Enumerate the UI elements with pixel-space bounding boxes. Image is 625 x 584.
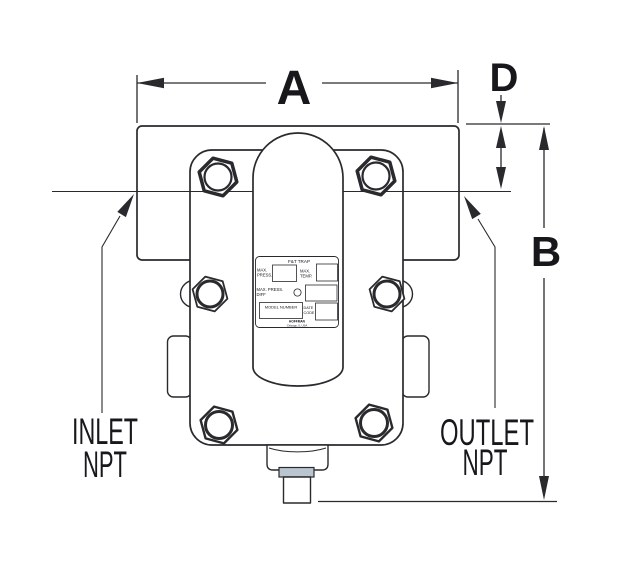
nameplate-brand: HOFFMAN xyxy=(289,320,306,324)
gasket xyxy=(278,466,315,478)
nameplate-brand-city: Chicago, IL USA xyxy=(287,324,308,328)
model-number-field xyxy=(259,302,303,319)
hex-bolt-circle xyxy=(361,161,391,191)
hex-bolt-bottom-right xyxy=(354,403,394,443)
hex-bolt-mid-left xyxy=(191,275,229,313)
dimension-a: A xyxy=(136,62,459,123)
max-press-label: MAX. xyxy=(257,268,267,273)
max-press-diff-label-2: DIFF xyxy=(257,292,267,297)
outlet-label: OUTLET xyxy=(440,412,534,453)
dimension-b-label: B xyxy=(531,228,561,275)
inlet-label: INLET xyxy=(72,411,138,452)
arrowhead-down xyxy=(539,476,549,500)
drain-cap-curve xyxy=(268,447,327,453)
hex-bolt-circle xyxy=(359,408,389,438)
max-press-field xyxy=(272,264,297,282)
hex-bolt-top-right xyxy=(355,155,397,197)
left-side-tab xyxy=(166,335,193,398)
right-side-tab xyxy=(401,335,430,398)
drain-plug xyxy=(282,476,312,504)
inlet-npt-label: NPT xyxy=(83,444,127,485)
inlet-leader-line xyxy=(101,215,121,413)
outlet-leader-line xyxy=(477,218,496,408)
drain-cap xyxy=(266,444,329,471)
max-press-label-2: PRESS. xyxy=(257,273,272,278)
max-press-diff-label: MAX. PRESS. xyxy=(257,287,284,292)
outlet-arrowhead xyxy=(464,196,481,220)
inlet-callout: INLET NPT xyxy=(72,194,138,485)
nameplate: F&T TRAP MAX. PRESS. MAX. TEMP. MAX. PRE… xyxy=(255,256,339,328)
arrowhead-right xyxy=(431,77,458,89)
hex-bolt-mid-right xyxy=(368,275,406,313)
max-press-diff-field xyxy=(305,284,338,302)
arrowhead-down xyxy=(496,101,506,123)
hex-bolt-circle xyxy=(372,279,402,309)
dimension-d: D xyxy=(466,56,550,189)
nameplate-rivet-circle xyxy=(293,288,302,297)
dimension-a-label: A xyxy=(277,62,312,115)
hex-bolt-circle xyxy=(204,410,234,440)
arrowhead-down xyxy=(496,167,506,189)
hex-bolt-circle xyxy=(203,162,233,192)
arrowhead-up xyxy=(496,126,506,148)
inlet-arrowhead xyxy=(117,194,134,218)
outlet-npt-label: NPT xyxy=(463,442,508,483)
max-temp-label-2: TEMP. xyxy=(300,274,312,279)
max-temp-label: MAX. xyxy=(300,269,310,274)
hex-bolt-circle xyxy=(195,279,225,309)
model-number-label: MODEL NUMBER xyxy=(265,305,298,310)
date-code-field xyxy=(315,302,338,321)
date-code-label: DATE xyxy=(304,306,314,310)
arrowhead-left xyxy=(137,77,164,89)
dimension-d-label: D xyxy=(490,56,519,100)
nameplate-title: F&T TRAP xyxy=(288,259,310,264)
nameplate-border xyxy=(255,256,339,328)
max-temp-field xyxy=(316,263,338,282)
outlet-callout: OUTLET NPT xyxy=(440,196,534,483)
hex-bolt-bottom-left xyxy=(199,405,239,445)
date-code-label-2: CODE xyxy=(304,311,315,315)
hex-bolt-top-left xyxy=(197,156,239,198)
dimension-b: B xyxy=(318,126,561,503)
